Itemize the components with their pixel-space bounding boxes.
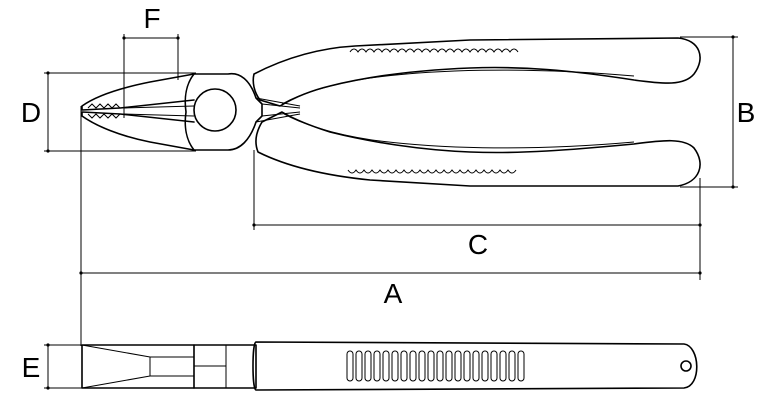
dimension-a — [79, 106, 702, 346]
lower-handle-inner — [283, 113, 635, 149]
pivot-hole — [193, 88, 237, 132]
lower-handle — [255, 111, 701, 187]
side-head — [193, 344, 257, 389]
dimension-d — [44, 71, 196, 153]
label-e: E — [22, 352, 41, 383]
pliers-top-view — [81, 37, 701, 187]
pliers-side-view — [81, 341, 698, 391]
upper-jaw — [81, 73, 195, 111]
upper-handle-inner — [281, 69, 635, 105]
side-grip-slots — [346, 350, 525, 382]
lower-jaw — [81, 111, 195, 151]
label-d: D — [21, 97, 41, 128]
side-handle-hole — [680, 360, 692, 372]
neck-slot — [261, 103, 301, 117]
neck-upper — [255, 97, 301, 107]
pliers-head — [184, 72, 263, 151]
side-handle — [252, 341, 698, 391]
dimension-b — [680, 35, 738, 189]
dimension-c — [252, 150, 702, 280]
side-jaw-bevel — [81, 344, 194, 389]
dimension-e — [44, 343, 82, 390]
upper-handle — [252, 37, 701, 107]
lower-grip-ridges — [347, 169, 517, 174]
label-c: C — [468, 229, 488, 260]
dimension-f — [122, 34, 180, 118]
side-jaw — [81, 344, 195, 389]
upper-grip-ridges — [349, 48, 519, 53]
label-a: A — [384, 278, 403, 309]
jaw-serrations — [87, 103, 121, 119]
label-f: F — [143, 3, 160, 34]
cutter-edge — [123, 105, 195, 117]
neck-lower — [255, 113, 301, 123]
label-b: B — [737, 97, 756, 128]
